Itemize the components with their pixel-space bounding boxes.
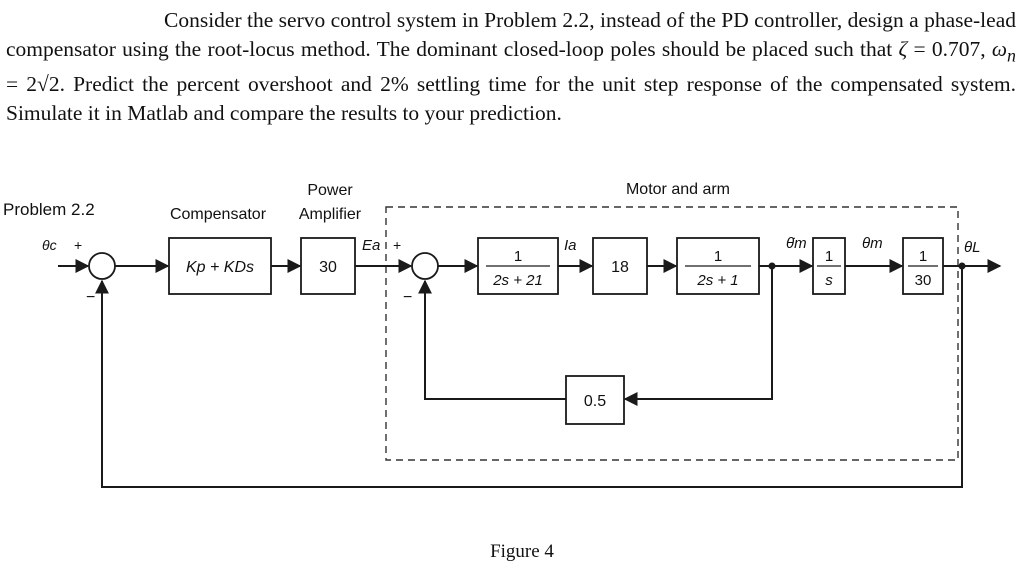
gear-numerator: 1 [919, 248, 927, 265]
omega-subscript: n [1007, 45, 1016, 66]
sum1-plus-sign: + [74, 237, 82, 253]
theta-m-label: θm [862, 235, 883, 252]
header-power: Power [307, 182, 353, 199]
problem-text-rest: . Predict the percent overshoot and 2% s… [6, 72, 1016, 126]
summing-junction-2 [411, 252, 439, 280]
problem-paragraph: Consider the servo control system in Pro… [6, 6, 1016, 128]
integrator-denominator: s [825, 272, 833, 289]
input-label: θc [42, 237, 57, 253]
compensator-label: Kp + KDs [186, 259, 254, 276]
velocity-label: θ̇m [786, 235, 807, 252]
amplifier-gain: 30 [319, 259, 337, 276]
armature-denominator: 2s + 21 [492, 272, 543, 289]
gear-denominator: 30 [915, 272, 932, 289]
problem-statement: Consider the servo control system in Pro… [6, 6, 1016, 128]
summing-junction-1 [88, 252, 116, 280]
sum2-plus-sign: + [393, 237, 401, 253]
sum1-minus-sign: − [86, 289, 95, 306]
problem-text-intro: Consider the servo control system in Pro… [6, 8, 1016, 61]
velocity-feedback-path [623, 266, 773, 406]
motor-enclosure-dashed [385, 206, 959, 461]
outer-feedback-path [95, 266, 963, 488]
amplifier-block [300, 237, 356, 295]
header-motor-and-arm: Motor and arm [626, 181, 730, 198]
armature-numerator: 1 [514, 248, 522, 265]
mechanical-numerator: 1 [714, 248, 722, 265]
zeta-value: = 0.707, [907, 37, 992, 61]
ia-label: Ia [564, 237, 577, 254]
problem-label: Problem 2.2 [3, 200, 95, 219]
omega-symbol: ω [991, 37, 1008, 61]
compensator-block [168, 237, 272, 295]
header-amplifier: Amplifier [299, 206, 362, 223]
velocity-feedback-gain: 0.5 [584, 393, 606, 410]
velocity-feedback-block [565, 375, 625, 425]
inner-feedback-return [418, 279, 566, 400]
output-label: θL [964, 239, 980, 256]
torque-constant-value: 18 [611, 259, 629, 276]
header-compensator: Compensator [170, 206, 267, 223]
ea-label: Ea [362, 237, 380, 254]
zeta-symbol: ζ [898, 37, 908, 61]
integrator-numerator: 1 [825, 248, 833, 265]
sum2-minus-sign: − [403, 289, 412, 306]
figure-caption: Figure 4 [490, 541, 554, 562]
omega-value: = 2√2 [6, 72, 60, 97]
mechanical-denominator: 2s + 1 [696, 272, 738, 289]
